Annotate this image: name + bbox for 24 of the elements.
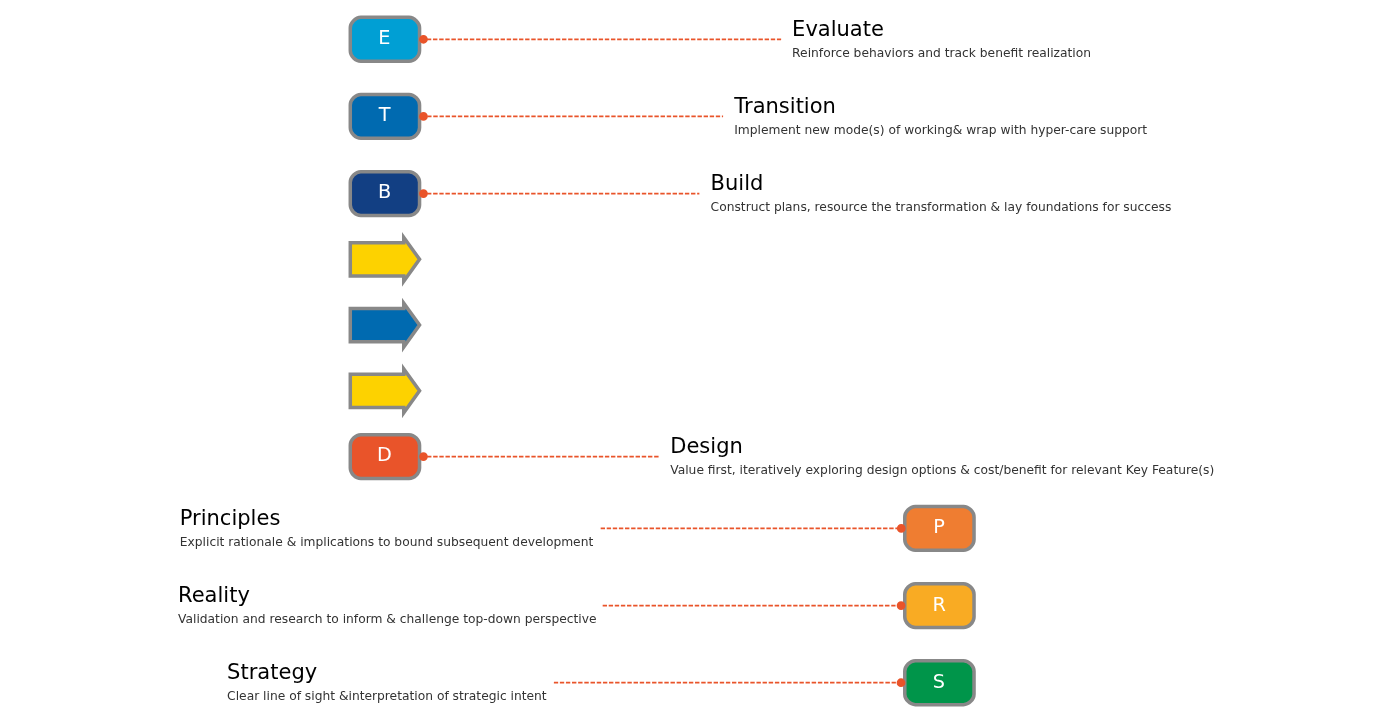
node-text: Evaluate Reinforce behaviors and track benefit realization xyxy=(792,15,1092,60)
node-arrow xyxy=(348,363,422,419)
node-box: E xyxy=(348,15,422,63)
node-text: Principles Explicit rationale & implications to bound subsequent development xyxy=(179,505,594,550)
node-box: S xyxy=(903,659,976,707)
node-box: R xyxy=(903,581,976,630)
node-box: T xyxy=(348,92,422,141)
connector xyxy=(419,112,724,121)
node-text: Strategy Clear line of sight &interpretation of strategic intent xyxy=(227,659,547,704)
connector xyxy=(599,524,906,533)
node-arrow xyxy=(348,297,422,353)
node-box: D xyxy=(348,432,422,481)
node-box: B xyxy=(348,169,422,218)
node-text: Build Construct plans, resource the transformation & lay foundations for success xyxy=(710,170,1172,215)
node-text: Transition Implement new mode(s) of working& wrap with hyper-care support xyxy=(734,93,1148,138)
connector xyxy=(419,452,661,461)
connector xyxy=(553,678,906,688)
node-arrow xyxy=(348,231,422,287)
connector xyxy=(419,189,701,198)
node-box: P xyxy=(903,504,976,553)
node-text: Design Value first, iteratively exploring design options & cost/benefit for relevant Key Feature(s) xyxy=(670,433,1215,478)
connector xyxy=(601,601,906,610)
connector xyxy=(419,34,782,44)
node-text: Reality Validation and research to inform & challenge top-down perspective xyxy=(178,582,597,627)
